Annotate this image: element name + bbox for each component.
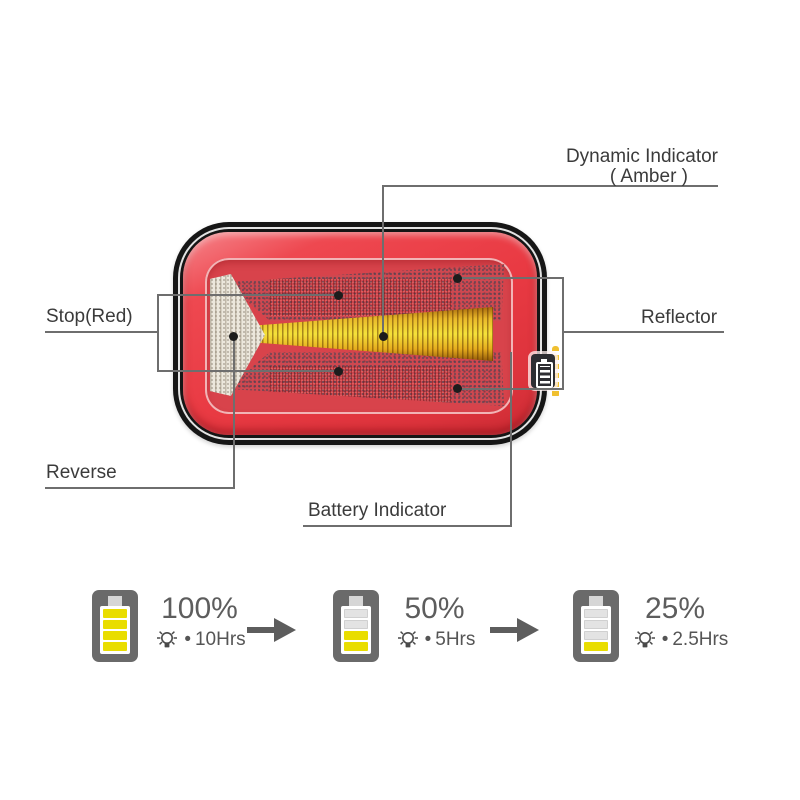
battery-bar <box>103 631 127 640</box>
bottom-reflector <box>225 352 505 406</box>
side-marker-strip <box>552 346 559 398</box>
leader-line <box>382 186 384 338</box>
runtime-value: 2.5Hrs <box>672 629 729 650</box>
battery-icon <box>573 590 619 662</box>
leader-line <box>510 352 512 525</box>
battery-bar <box>103 642 127 651</box>
callout-dot <box>453 274 462 283</box>
battery-icon <box>92 590 138 662</box>
lamp-inner-panel <box>205 258 559 414</box>
battery-percent: 100% <box>161 592 238 625</box>
runtime-value: 10Hrs <box>194 629 246 650</box>
leader-line <box>562 277 564 390</box>
battery-bar <box>584 642 608 651</box>
battery-percent: 50% <box>404 592 465 625</box>
bulb-icon <box>157 631 178 648</box>
battery-bar <box>103 620 127 629</box>
battery-bar <box>344 609 368 618</box>
lamp-outer-frame <box>173 222 559 445</box>
leader-line <box>457 277 564 279</box>
runtime-separator: • <box>661 629 669 650</box>
battery-nub <box>349 596 363 606</box>
leader-line <box>562 331 724 333</box>
callout-dot <box>379 332 388 341</box>
battery-indicator-icon <box>531 354 555 388</box>
battery-bar <box>584 620 608 629</box>
battery-nub <box>589 596 603 606</box>
battery-percent: 25% <box>644 592 706 625</box>
leader-line <box>45 487 235 489</box>
label-dynamic-line1: Dynamic Indicator <box>565 146 718 167</box>
battery-icon <box>333 590 379 662</box>
leader-line <box>157 294 339 296</box>
battery-glyph-icon <box>536 359 553 388</box>
leader-line <box>233 337 235 487</box>
arrow-right-icon <box>247 614 297 651</box>
runtime-line: • 2.5Hrs <box>620 627 740 653</box>
runtime-separator: • <box>184 629 191 650</box>
callout-dot <box>334 291 343 300</box>
leader-line <box>157 370 339 372</box>
label-reflector: Reflector <box>641 307 718 328</box>
label-battery-indicator: Battery Indicator <box>308 500 447 521</box>
callout-dot <box>229 332 238 341</box>
runtime-separator: • <box>424 629 432 650</box>
runtime-value: 5Hrs <box>435 629 476 650</box>
battery-bar <box>103 609 127 618</box>
leader-line <box>45 331 158 333</box>
led-texture <box>270 278 451 317</box>
battery-bars <box>100 606 130 654</box>
label-stop: Stop(Red) <box>46 306 133 327</box>
label-dynamic-indicator: Dynamic Indicator ( Amber ) <box>470 147 718 186</box>
battery-bar <box>344 631 368 640</box>
label-dynamic-line2: ( Amber ) <box>609 165 688 187</box>
battery-bars <box>581 606 611 654</box>
battery-nub <box>108 596 122 606</box>
battery-bar <box>584 609 608 618</box>
leader-line <box>303 525 512 527</box>
leader-line <box>382 185 718 187</box>
callout-dot <box>453 384 462 393</box>
bulb-icon <box>634 631 655 648</box>
label-reverse: Reverse <box>46 462 117 483</box>
battery-bar <box>584 631 608 640</box>
leader-line <box>157 295 159 372</box>
bulb-icon <box>397 631 418 648</box>
battery-bars <box>341 606 371 654</box>
runtime-line: • 10Hrs <box>144 627 256 653</box>
runtime-line: • 5Hrs <box>386 627 484 653</box>
arrow-right-icon <box>490 614 540 651</box>
callout-dot <box>334 367 343 376</box>
battery-bar <box>344 642 368 651</box>
battery-bar <box>344 620 368 629</box>
